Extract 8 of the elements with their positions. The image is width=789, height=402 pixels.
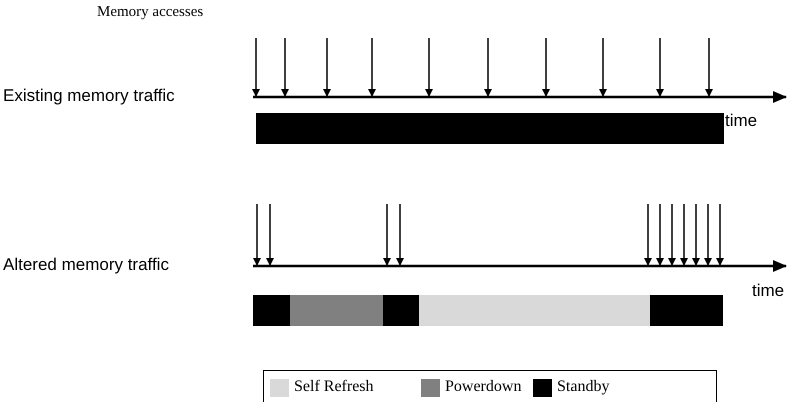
axis-label: time (752, 282, 784, 299)
axis-label: time (725, 112, 758, 129)
row-label: Altered memory traffic (3, 256, 169, 273)
row-label: Existing memory traffic (3, 87, 175, 104)
annotation-label: Memory accesses (97, 5, 204, 20)
legend-label: Self Refresh (294, 379, 374, 395)
legend-label: Powerdown (445, 379, 522, 395)
legend-label: Standby (557, 379, 610, 395)
